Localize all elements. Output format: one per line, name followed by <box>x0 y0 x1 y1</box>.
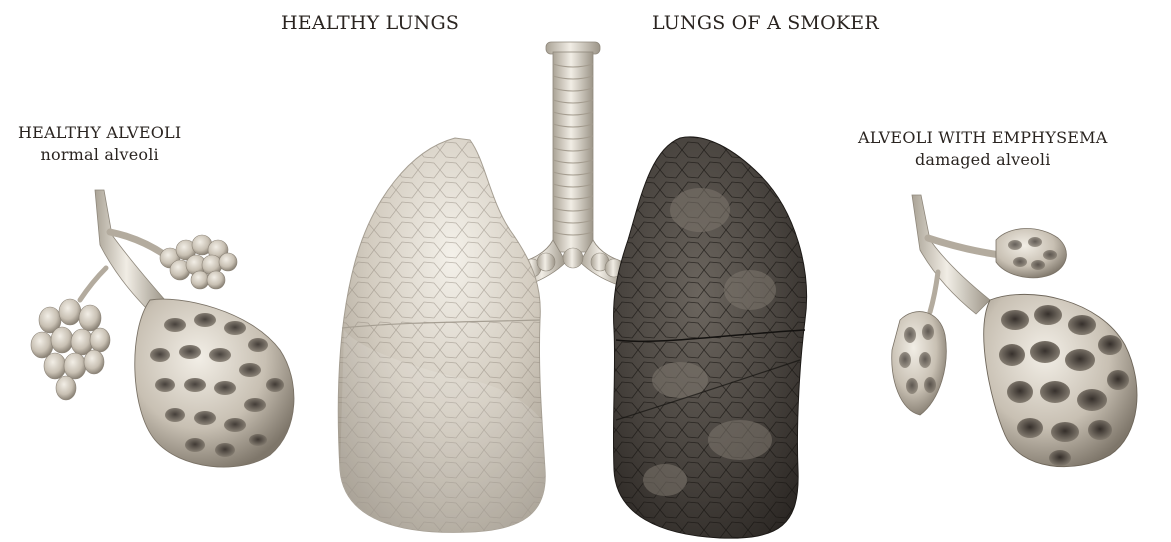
emphysema-alveoli-title: ALVEOLI WITH EMPHYSEMA <box>858 127 1107 149</box>
emphysema-alveoli-label: ALVEOLI WITH EMPHYSEMA damaged alveoli <box>858 127 1107 171</box>
healthy-alveoli <box>31 190 294 467</box>
smoker-lung <box>613 137 806 538</box>
healthy-alveoli-label: HEALTHY ALVEOLI normal alveoli <box>18 122 181 166</box>
healthy-lungs-title: HEALTHY LUNGS <box>281 12 459 34</box>
healthy-alveoli-title: HEALTHY ALVEOLI <box>18 122 181 144</box>
trachea <box>522 42 624 285</box>
emphysema-alveoli <box>892 195 1137 467</box>
healthy-alveoli-subtitle: normal alveoli <box>18 144 181 166</box>
healthy-lung <box>338 138 545 532</box>
emphysema-alveoli-subtitle: damaged alveoli <box>858 149 1107 171</box>
smoker-lungs-title: LUNGS OF A SMOKER <box>652 12 879 34</box>
